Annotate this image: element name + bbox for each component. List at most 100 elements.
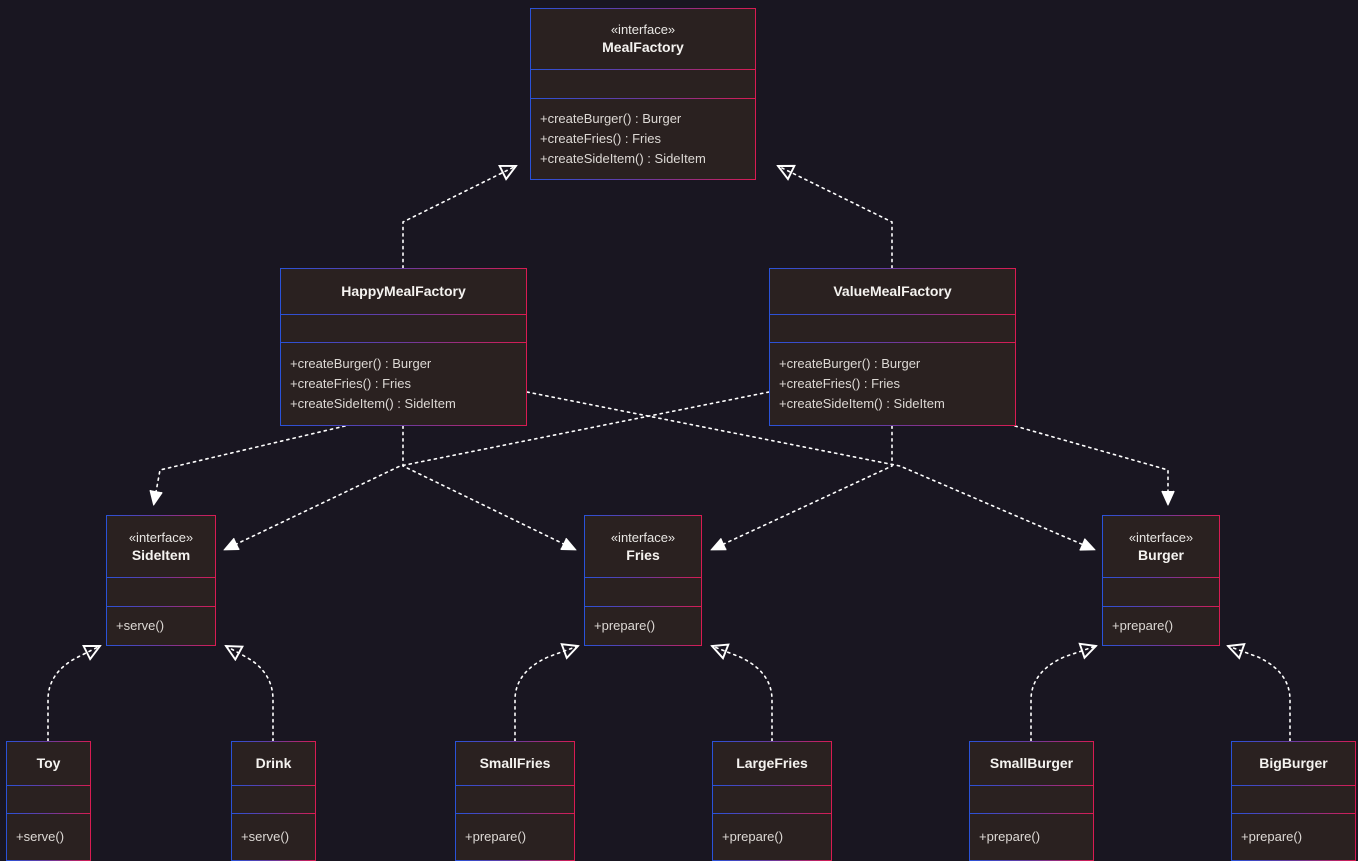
- operation-item: +prepare(): [594, 618, 656, 633]
- uml-class-burger[interactable]: «interface» Burger +prepare(): [1102, 515, 1220, 646]
- uml-class-sideitem[interactable]: «interface» SideItem +serve(): [106, 515, 216, 646]
- section-divider: [770, 342, 1015, 343]
- class-header: «interface» SideItem: [107, 516, 215, 578]
- operation-item: +createFries() : Fries: [290, 376, 411, 391]
- uml-class-mealfactory[interactable]: «interface» MealFactory +createBurger() …: [530, 8, 756, 180]
- section-divider: [1232, 785, 1355, 786]
- operations-compartment: +prepare(): [456, 814, 574, 860]
- section-divider: [585, 606, 701, 607]
- class-header: ValueMealFactory: [770, 269, 1015, 314]
- uml-class-largefries[interactable]: LargeFries +prepare(): [712, 741, 832, 861]
- class-name: SideItem: [131, 546, 191, 563]
- attributes-compartment: [770, 315, 1015, 342]
- section-divider: [770, 314, 1015, 315]
- attributes-compartment: [7, 786, 90, 813]
- attributes-compartment: [585, 578, 701, 606]
- edge-bigburger-realizes-burger: [1228, 646, 1291, 742]
- operations-compartment: +prepare(): [970, 814, 1093, 860]
- edge-happymealfactory-uses-sideitem: [154, 425, 346, 503]
- edge-toy-realizes-sideitem: [47, 646, 100, 742]
- edge-smallburger-realizes-burger: [1030, 646, 1096, 742]
- class-header: BigBurger: [1232, 742, 1355, 785]
- section-divider: [713, 813, 831, 814]
- class-name: Toy: [36, 755, 61, 771]
- attributes-compartment: [1232, 786, 1355, 813]
- uml-class-valuemealfactory[interactable]: ValueMealFactory +createBurger() : Burge…: [769, 268, 1016, 426]
- section-divider: [531, 69, 755, 70]
- uml-class-fries[interactable]: «interface» Fries +prepare(): [584, 515, 702, 646]
- edge-valuemealfactory-realizes-mealfactory: [778, 166, 893, 269]
- uml-class-smallfries[interactable]: SmallFries +prepare(): [455, 741, 575, 861]
- operations-compartment: +serve(): [232, 814, 315, 860]
- section-divider: [713, 785, 831, 786]
- section-divider: [232, 813, 315, 814]
- uml-class-smallburger[interactable]: SmallBurger +prepare(): [969, 741, 1094, 861]
- operations-compartment: +prepare(): [585, 607, 701, 645]
- class-header: HappyMealFactory: [281, 269, 526, 314]
- operation-item: +createFries() : Fries: [779, 376, 900, 391]
- operations-compartment: +createBurger() : Burger +createFries() …: [531, 99, 755, 179]
- class-name: Burger: [1138, 546, 1184, 563]
- edge-valuemealfactory-uses-burger: [1014, 425, 1168, 503]
- class-header: SmallBurger: [970, 742, 1093, 785]
- stereotype-label: «interface»: [610, 22, 676, 37]
- operation-item: +createBurger() : Burger: [540, 111, 682, 126]
- class-header: Toy: [7, 742, 90, 785]
- attributes-compartment: [531, 70, 755, 98]
- attributes-compartment: [713, 786, 831, 813]
- section-divider: [456, 785, 574, 786]
- attributes-compartment: [281, 315, 526, 342]
- section-divider: [107, 577, 215, 579]
- section-divider: [7, 785, 90, 786]
- uml-class-drink[interactable]: Drink +serve(): [231, 741, 316, 861]
- section-divider: [970, 785, 1093, 786]
- operation-item: +createBurger() : Burger: [779, 356, 921, 371]
- attributes-compartment: [456, 786, 574, 813]
- edge-smallfries-realizes-fries: [514, 646, 578, 742]
- section-divider: [1103, 577, 1219, 579]
- class-header: SmallFries: [456, 742, 574, 785]
- operation-item: +createBurger() : Burger: [290, 356, 432, 371]
- section-divider: [281, 342, 526, 343]
- class-name: MealFactory: [602, 39, 684, 55]
- operations-compartment: +prepare(): [1232, 814, 1355, 860]
- attributes-compartment: [1103, 578, 1219, 606]
- operation-item: +prepare(): [1241, 829, 1303, 844]
- section-divider: [970, 813, 1093, 814]
- class-header: «interface» MealFactory: [531, 9, 755, 69]
- operation-item: +createFries() : Fries: [540, 131, 661, 146]
- operation-item: +createSideItem() : SideItem: [779, 396, 945, 411]
- class-header: LargeFries: [713, 742, 831, 785]
- uml-class-bigburger[interactable]: BigBurger +prepare(): [1231, 741, 1356, 861]
- section-divider: [1103, 606, 1219, 607]
- class-header: «interface» Burger: [1103, 516, 1219, 578]
- operation-item: +prepare(): [465, 829, 527, 844]
- edge-happymealfactory-realizes-mealfactory: [402, 166, 516, 269]
- operation-item: +serve(): [16, 829, 65, 844]
- class-name: SmallFries: [479, 755, 551, 771]
- operations-compartment: +prepare(): [1103, 607, 1219, 645]
- section-divider: [585, 577, 701, 579]
- operation-item: +prepare(): [979, 829, 1041, 844]
- operation-item: +serve(): [241, 829, 290, 844]
- stereotype-label: «interface»: [1128, 529, 1194, 545]
- section-divider: [531, 98, 755, 99]
- section-divider: [1232, 813, 1355, 814]
- section-divider: [232, 785, 315, 786]
- operation-item: +prepare(): [1112, 618, 1174, 633]
- section-divider: [281, 314, 526, 315]
- edge-drink-realizes-sideitem: [226, 646, 274, 742]
- section-divider: [107, 606, 215, 607]
- attributes-compartment: [107, 578, 215, 606]
- uml-class-toy[interactable]: Toy +serve(): [6, 741, 91, 861]
- class-name: BigBurger: [1259, 755, 1328, 771]
- stereotype-label: «interface»: [610, 529, 676, 545]
- section-divider: [456, 813, 574, 814]
- attributes-compartment: [232, 786, 315, 813]
- class-header: «interface» Fries: [585, 516, 701, 578]
- uml-class-happymealfactory[interactable]: HappyMealFactory +createBurger() : Burge…: [280, 268, 527, 426]
- class-name: Fries: [626, 546, 660, 563]
- operation-item: +prepare(): [722, 829, 784, 844]
- operation-item: +createSideItem() : SideItem: [540, 151, 706, 166]
